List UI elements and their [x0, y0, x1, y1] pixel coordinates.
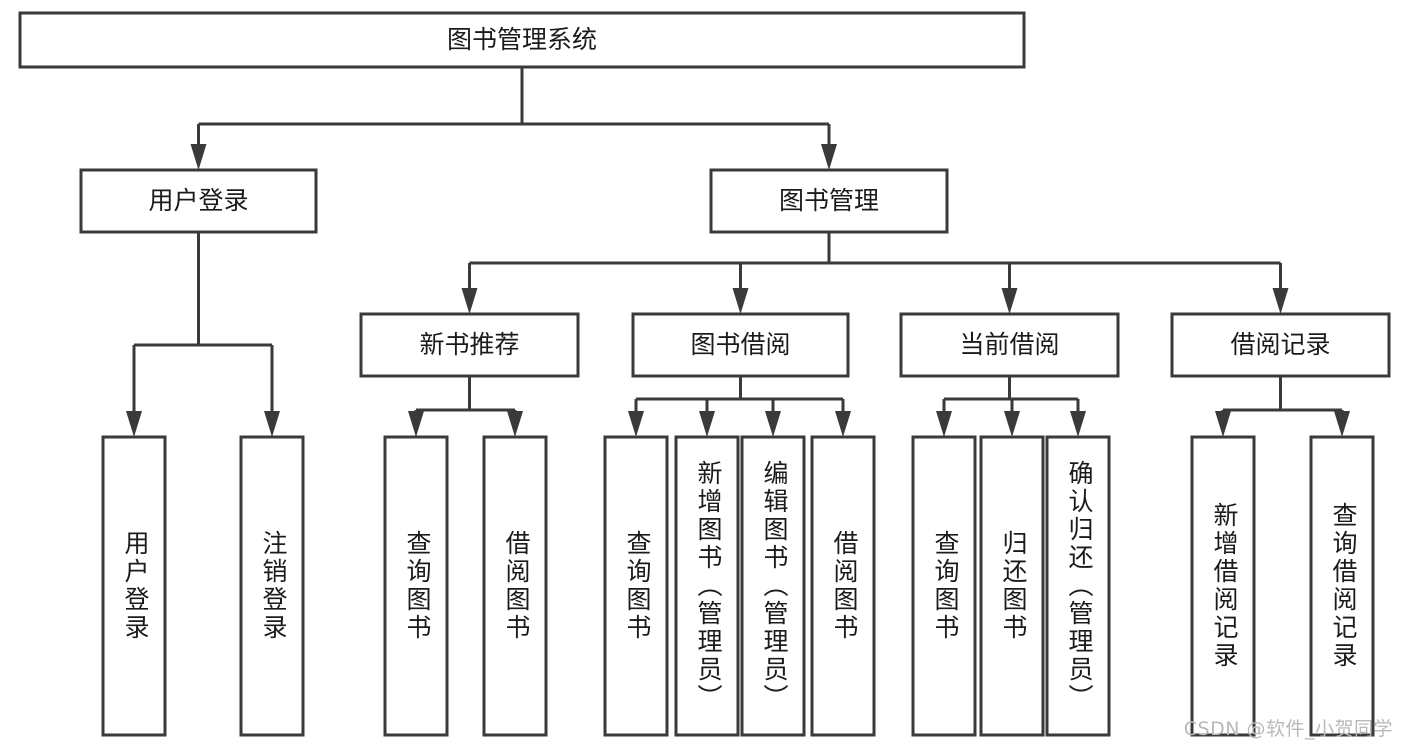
node-label-leaf-add-book: 新增图书（管理员）	[694, 460, 723, 712]
node-root[interactable]: 图书管理系统	[18, 11, 1026, 69]
arrow-head-borrow-record	[1272, 288, 1289, 314]
node-label-leaf-logout: 注销登录	[259, 530, 288, 642]
node-label-new-book-recommend: 新书推荐	[419, 330, 519, 359]
arrow-head-leaf-add-book	[699, 411, 715, 437]
node-label-leaf-query-book-borrow: 查询图书	[623, 530, 652, 642]
node-label-leaf-borrow-book-rec: 借阅图书	[502, 530, 531, 642]
node-label-current-borrow: 当前借阅	[959, 330, 1059, 359]
arrow-head-leaf-query-book-rec	[408, 411, 424, 437]
node-box-leaf-edit-book	[740, 435, 806, 737]
arrow-head-leaf-query-book-current	[936, 411, 952, 437]
node-leaf-query-borrow-record[interactable]: 查询借阅记录	[1309, 435, 1375, 737]
node-box-leaf-logout	[239, 435, 305, 737]
node-box-leaf-add-borrow-record	[1190, 435, 1256, 737]
arrow-head-leaf-return-book	[1004, 411, 1020, 437]
arrow-head-leaf-logout	[264, 411, 280, 437]
node-box-borrow-record	[1170, 312, 1391, 378]
node-box-leaf-add-book	[674, 435, 740, 737]
arrow-head-leaf-confirm-return	[1070, 411, 1086, 437]
node-leaf-add-book[interactable]: 新增图书（管理员）	[674, 435, 740, 737]
node-layer: 图书管理系统用户登录图书管理新书推荐图书借阅当前借阅借阅记录用户登录注销登录查询…	[18, 11, 1391, 737]
node-leaf-confirm-return[interactable]: 确认归还（管理员）	[1045, 435, 1111, 737]
node-leaf-borrow-book-rec[interactable]: 借阅图书	[482, 435, 548, 737]
node-box-leaf-query-book-rec	[383, 435, 449, 737]
node-box-leaf-borrow-book	[810, 435, 876, 737]
node-leaf-logout[interactable]: 注销登录	[239, 435, 305, 737]
node-borrow-record[interactable]: 借阅记录	[1170, 312, 1391, 378]
node-leaf-return-book[interactable]: 归还图书	[979, 435, 1045, 737]
connector-layer	[126, 67, 1350, 437]
arrow-head-new-book-recommend	[461, 288, 478, 314]
node-box-leaf-query-book-borrow	[603, 435, 669, 737]
node-box-root	[18, 11, 1026, 69]
arrow-head-leaf-user-login	[126, 411, 142, 437]
node-book-management[interactable]: 图书管理	[709, 168, 949, 234]
node-label-borrow-record: 借阅记录	[1230, 330, 1330, 359]
node-leaf-borrow-book[interactable]: 借阅图书	[810, 435, 876, 737]
arrow-head-leaf-query-borrow-record	[1334, 411, 1350, 437]
node-box-book-borrow	[631, 312, 850, 378]
arrow-head-user-login	[190, 144, 207, 170]
arrow-head-leaf-edit-book	[765, 411, 781, 437]
arrow-head-leaf-borrow-book	[835, 411, 851, 437]
node-leaf-query-book-rec[interactable]: 查询图书	[383, 435, 449, 737]
node-current-borrow[interactable]: 当前借阅	[899, 312, 1120, 378]
node-label-book-management: 图书管理	[779, 186, 879, 215]
node-box-new-book-recommend	[359, 312, 580, 378]
node-box-leaf-borrow-book-rec	[482, 435, 548, 737]
node-box-leaf-query-book-current	[911, 435, 977, 737]
arrow-head-book-management	[821, 144, 837, 170]
node-label-leaf-add-borrow-record: 新增借阅记录	[1210, 502, 1239, 670]
node-label-book-borrow: 图书借阅	[690, 330, 790, 359]
node-new-book-recommend[interactable]: 新书推荐	[359, 312, 580, 378]
node-box-leaf-user-login	[101, 435, 167, 737]
node-label-leaf-query-borrow-record: 查询借阅记录	[1329, 502, 1358, 670]
arrow-head-current-borrow	[1001, 288, 1018, 314]
node-box-leaf-confirm-return	[1045, 435, 1111, 737]
arrow-head-leaf-add-borrow-record	[1215, 411, 1231, 437]
node-label-leaf-user-login: 用户登录	[121, 530, 150, 642]
node-leaf-user-login[interactable]: 用户登录	[101, 435, 167, 737]
node-leaf-query-book-current[interactable]: 查询图书	[911, 435, 977, 737]
node-label-leaf-confirm-return: 确认归还（管理员）	[1065, 460, 1094, 712]
node-label-root: 图书管理系统	[447, 25, 597, 54]
node-leaf-query-book-borrow[interactable]: 查询图书	[603, 435, 669, 737]
node-leaf-edit-book[interactable]: 编辑图书（管理员）	[740, 435, 806, 737]
node-box-leaf-query-borrow-record	[1309, 435, 1375, 737]
arrow-head-leaf-borrow-book-rec	[507, 411, 523, 437]
node-label-user-login: 用户登录	[148, 186, 248, 215]
node-box-user-login	[79, 168, 318, 234]
node-label-leaf-query-book-rec: 查询图书	[403, 530, 432, 642]
node-book-borrow[interactable]: 图书借阅	[631, 312, 850, 378]
node-label-leaf-borrow-book: 借阅图书	[830, 530, 859, 642]
arrow-head-book-borrow	[732, 288, 749, 314]
node-label-leaf-return-book: 归还图书	[999, 530, 1028, 642]
node-box-book-management	[709, 168, 949, 234]
node-box-leaf-return-book	[979, 435, 1045, 737]
node-label-leaf-query-book-current: 查询图书	[931, 530, 960, 642]
node-label-leaf-edit-book: 编辑图书（管理员）	[760, 460, 789, 712]
node-box-current-borrow	[899, 312, 1120, 378]
arrow-head-leaf-query-book-borrow	[628, 411, 644, 437]
node-leaf-add-borrow-record[interactable]: 新增借阅记录	[1190, 435, 1256, 737]
node-user-login[interactable]: 用户登录	[79, 168, 318, 234]
